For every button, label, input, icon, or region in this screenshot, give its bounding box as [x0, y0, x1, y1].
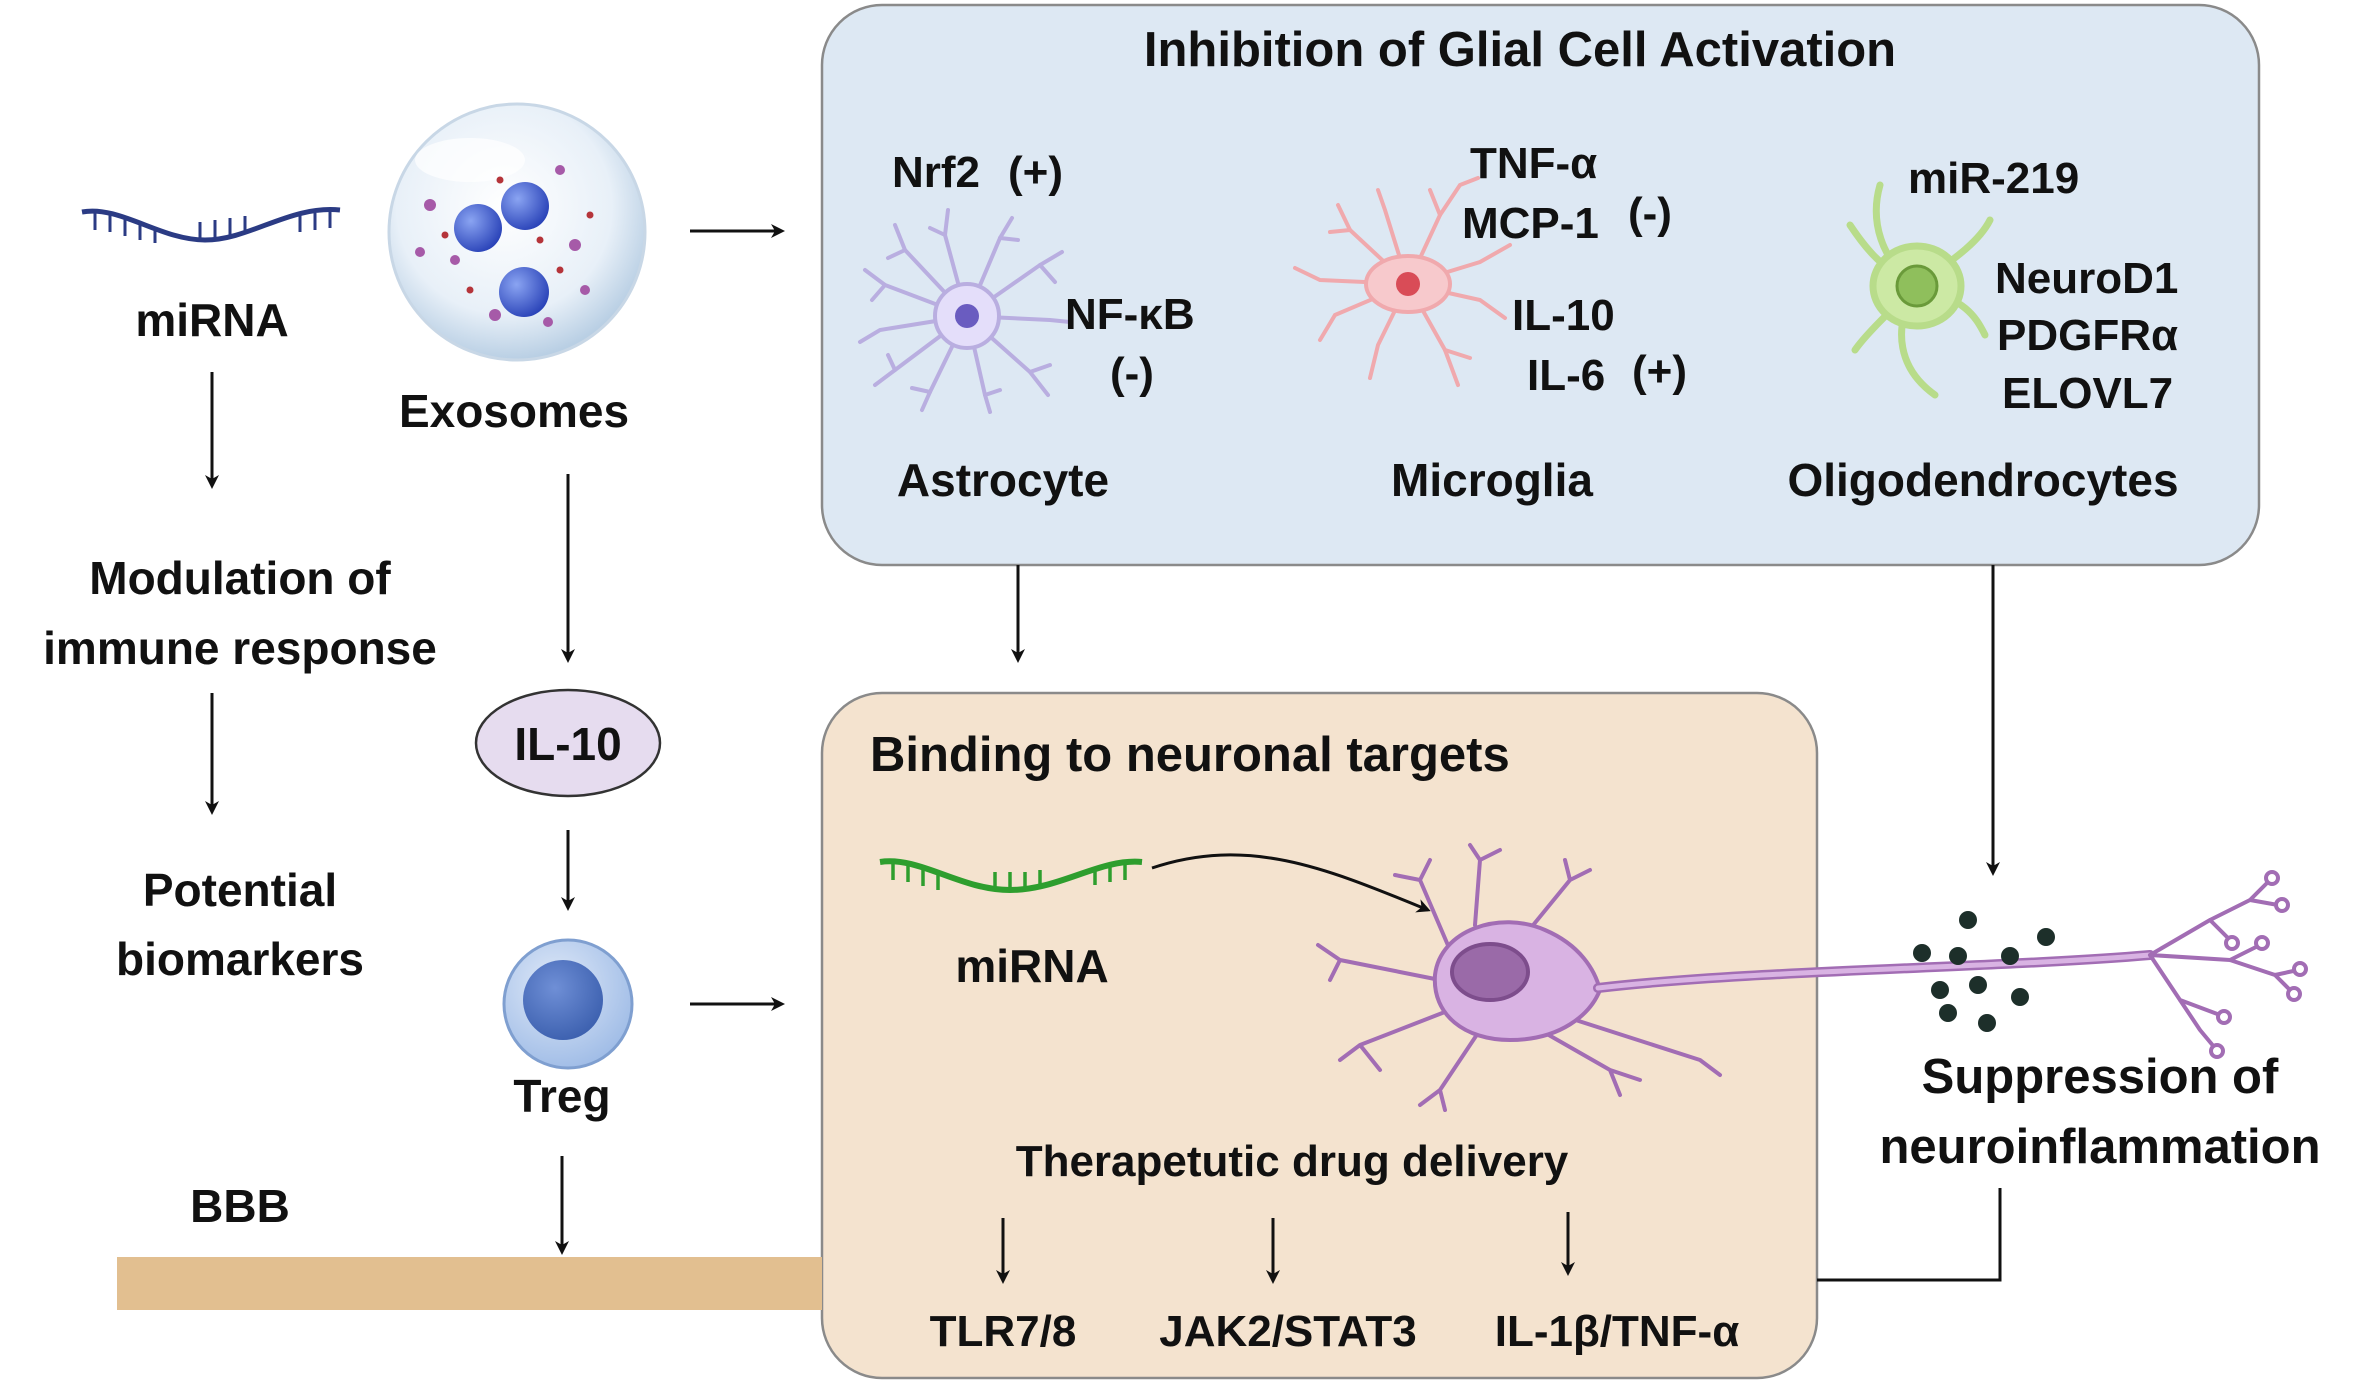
bbb-label: BBB [190, 1180, 290, 1232]
pdgfra-label: PDGFRα [1997, 311, 2178, 360]
inflammatory-particles-icon [1913, 911, 2055, 1032]
neuronal-panel [820, 691, 1819, 1380]
modulation-line1: Modulation of [89, 552, 391, 604]
neuronal-panel-title: Binding to neuronal targets [870, 728, 1510, 782]
biomarkers-line2: biomarkers [116, 933, 364, 985]
glial-panel [820, 3, 2261, 567]
oligodendrocytes-name: Oligodendrocytes [1787, 454, 2178, 506]
il10-label: IL-10 [514, 718, 621, 770]
il6-sign: (+) [1632, 347, 1687, 396]
microglia-name: Microglia [1391, 454, 1593, 506]
exosomes-label: Exosomes [399, 385, 629, 437]
target-tlr: TLR7/8 [930, 1307, 1077, 1356]
nfkb-label: NF-κB [1065, 290, 1195, 339]
biomarkers-line1: Potential [143, 864, 337, 916]
elovl7-label: ELOVL7 [2002, 369, 2173, 418]
il10-microglia-label: IL-10 [1512, 291, 1615, 340]
left-mirna-label: miRNA [135, 294, 288, 346]
neurod1-label: NeuroD1 [1995, 254, 2178, 303]
astrocyte-name: Astrocyte [897, 454, 1109, 506]
arrow-mirna-to-neuron [1151, 853, 1431, 913]
target-jak: JAK2/STAT3 [1159, 1307, 1417, 1356]
target-il1b: IL-1β/TNF-α [1495, 1307, 1740, 1356]
exosome-icon [387, 102, 647, 362]
suppression-line2: neuroinflammation [1879, 1120, 2320, 1174]
oligodendrocyte-icon [1846, 181, 1994, 399]
neuronal-mirna-label: miRNA [955, 940, 1108, 992]
il6-label: IL-6 [1527, 351, 1605, 400]
astrocyte-icon [858, 208, 1072, 414]
glial-panel-title: Inhibition of Glial Cell Activation [1144, 23, 1896, 77]
treg-label: Treg [513, 1070, 610, 1122]
mcp-sign: (-) [1628, 189, 1672, 238]
nrf2-label: Nrf2 [892, 148, 980, 197]
microglia-icon [1293, 176, 1512, 387]
connector-suppression-to-neuronal [1817, 1188, 2002, 1282]
bbb-bar [117, 1257, 822, 1310]
mir219-label: miR-219 [1908, 154, 2079, 203]
delivery-label: Therapetutic drug delivery [1016, 1137, 1569, 1186]
nfkb-sign: (-) [1110, 349, 1154, 398]
treg-cell-icon [502, 938, 634, 1070]
neuron-icon [1316, 843, 2308, 1112]
tnf-label: TNF-α [1470, 139, 1597, 188]
mirna-strand-icon [81, 207, 341, 243]
suppression-line1: Suppression of [1922, 1050, 2279, 1104]
nrf2-sign: (+) [1008, 148, 1063, 197]
mcp-label: MCP-1 [1462, 199, 1599, 248]
il10-ellipse [474, 688, 662, 798]
mirna-green-strand-icon [879, 858, 1143, 894]
modulation-line2: immune response [43, 622, 437, 674]
